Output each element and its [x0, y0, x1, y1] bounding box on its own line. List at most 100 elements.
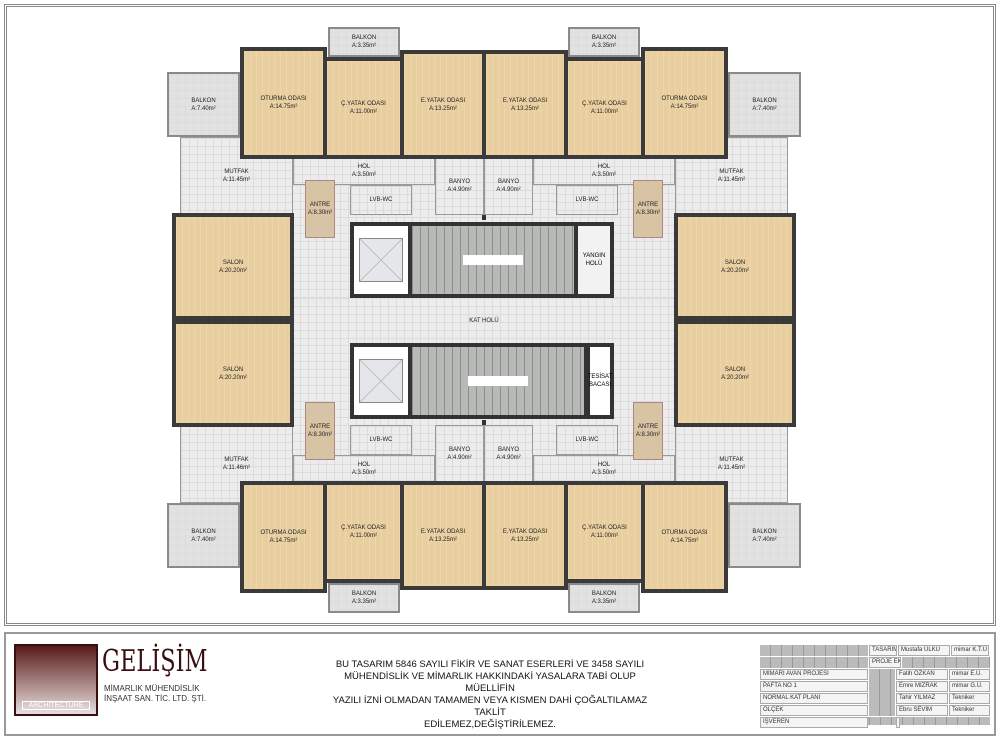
room-label: BANYO: [497, 447, 519, 453]
room-area: A:4.90m²: [496, 187, 521, 193]
kat-holu-label: KAT HOLÜ: [469, 317, 499, 324]
room-label: MUTFAK: [719, 457, 744, 463]
elevator-bottom: [350, 343, 412, 419]
room-label: OTURMA ODASI: [661, 96, 708, 102]
room-lvb: LVB-WC: [556, 425, 618, 455]
room-label: MUTFAK: [224, 169, 249, 175]
team-member-name: Tahir YILMAZ: [896, 693, 948, 704]
room-area: A:7.40m²: [752, 105, 777, 112]
elevator-cab-icon: [359, 238, 403, 282]
room-area: A:14.75m²: [670, 104, 699, 110]
copyright-notice: BU TASARIM 5846 SAYILI FİKİR VE SANAT ES…: [330, 659, 650, 731]
grey-cells: [760, 717, 990, 725]
room-area: A:20.20m²: [219, 374, 247, 381]
yangin-holu: YANGIN HOLÜ: [574, 222, 614, 298]
room-label: HOL: [597, 164, 611, 170]
room-label: ANTRE: [637, 202, 659, 208]
room-label: SALON: [724, 259, 746, 266]
room-label: BALKON: [191, 528, 216, 535]
room-area: A:7.40m²: [191, 536, 216, 543]
room-label: ANTRE: [637, 424, 659, 430]
room-area: A:13.25m²: [429, 536, 457, 543]
room-label: MUTFAK: [719, 169, 744, 175]
firm-sub-1: MİMARLIK MÜHENDİSLİK: [104, 684, 200, 693]
elevator-top: [350, 222, 412, 298]
grey-cells: [760, 657, 868, 668]
room-banyo: BANYO A:4.90m²: [435, 157, 484, 215]
grey-cells: [869, 669, 895, 716]
room-label: LVB-WC: [369, 437, 393, 443]
room-area: A:20.20m²: [721, 267, 749, 274]
info-row-label: İŞVEREN: [760, 717, 868, 728]
firm-sub-2: İNŞAAT SAN. TİC. LTD. ŞTİ.: [104, 694, 207, 703]
yangin-holu-label-1: YANGIN: [582, 253, 606, 259]
elevator-cab-icon: [359, 359, 403, 403]
room-label: BALKON: [351, 35, 377, 41]
room-label: BALKON: [591, 591, 617, 597]
room-label: E.YATAK ODASI: [502, 97, 548, 104]
room-area: A:3.50m²: [591, 172, 617, 178]
firm-name: GELİŞİM: [102, 644, 208, 679]
room-area: A:4.90m²: [447, 187, 472, 193]
room-label: OTURMA ODASI: [260, 96, 307, 102]
room-area: A:14.75m²: [269, 104, 298, 110]
info-row-label: PAFTA NO 1: [760, 681, 868, 692]
room-label: Ç.YATAK ODASI: [341, 101, 386, 107]
room-label: BALKON: [752, 97, 777, 104]
info-row-label: ÖLÇEK: [760, 705, 868, 716]
room-label: Ç.YATAK ODASI: [341, 525, 386, 531]
room-label: ANTRE: [309, 202, 331, 208]
room-area: A:11.46m²: [222, 465, 251, 471]
room-area: A:11.45m²: [717, 465, 746, 471]
room-label: SALON: [222, 259, 244, 266]
room-label: SALON: [724, 366, 746, 373]
room-label: LVB-WC: [575, 437, 599, 443]
notice-line: MÜHENDİSLİK VE MİMARLIK HAKKINDAKİ YASAL…: [344, 671, 636, 694]
room-label: Ç.YATAK ODASI: [582, 525, 627, 531]
room-label: BANYO: [448, 179, 470, 185]
room-label: LVB-WC: [575, 197, 599, 203]
room-area: A:3.35m²: [351, 599, 377, 605]
notice-line: EDİLEMEZ,DEĞİŞTİRİLEMEZ.: [424, 719, 556, 730]
room-oturma: OTURMA ODASI A:14.75m²: [240, 47, 327, 159]
room-area: A:8.30m²: [635, 432, 661, 438]
room-area: A:13.25m²: [429, 105, 457, 112]
notice-line: BU TASARIM 5846 SAYILI FİKİR VE SANAT ES…: [335, 659, 645, 670]
room-area: A:13.25m²: [511, 536, 539, 543]
room-label: HOL: [357, 462, 371, 468]
room-label: OTURMA ODASI: [661, 530, 708, 536]
room-area: A:20.20m²: [721, 374, 749, 381]
room-area: A:11.00m²: [590, 109, 619, 115]
room-area: A:11.00m²: [590, 533, 619, 539]
room-label: SALON: [222, 366, 244, 373]
room-hol: HOL A:3.50m²: [293, 455, 435, 483]
room-label: E.YATAK ODASI: [420, 528, 466, 535]
yangin-holu-label-2: HOLÜ: [585, 261, 603, 267]
stair-landing: [463, 255, 523, 265]
room-lvb: LVB-WC: [350, 425, 412, 455]
room-area: A:3.50m²: [351, 172, 377, 178]
team-member-role: mimar E.Ü.: [949, 669, 990, 680]
notice-line: YAZILI İZNİ OLMADAN TAMAMEN VEYA KISMEN …: [332, 695, 648, 718]
room-label: ANTRE: [309, 424, 331, 430]
room-area: A:3.50m²: [591, 470, 617, 476]
room-oturma: OTURMA ODASI A:14.75m²: [641, 47, 728, 159]
room-area: A:14.75m²: [670, 538, 699, 544]
room-area: A:3.50m²: [351, 470, 377, 476]
room-area: A:11.45m²: [717, 177, 746, 183]
